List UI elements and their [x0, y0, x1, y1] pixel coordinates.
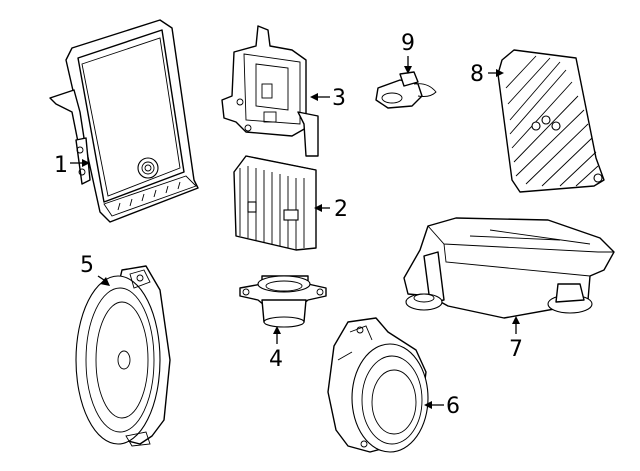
- part-9-sensor: [375, 71, 437, 109]
- callout-labels: 1 2 3 4 5 6 7 8 9: [54, 31, 523, 419]
- leader-lines: [70, 56, 520, 409]
- part-3-control-module: [221, 25, 319, 157]
- callout-3: 3: [332, 86, 346, 111]
- callout-7: 7: [509, 337, 523, 362]
- part-2-amplifier: [233, 155, 317, 251]
- callout-4: 4: [269, 347, 283, 372]
- callout-1: 1: [54, 153, 68, 178]
- part-8-amp-housing: [497, 49, 605, 193]
- callout-5: 5: [80, 253, 94, 278]
- part-7-subwoofer-enclosure: [403, 217, 615, 319]
- callout-6: 6: [446, 394, 460, 419]
- part-1-display-screen: [49, 19, 199, 223]
- callout-2: 2: [334, 197, 348, 222]
- part-5-door-speaker: [75, 265, 171, 447]
- callout-9: 9: [401, 31, 415, 56]
- part-6-speaker: [327, 317, 429, 453]
- part-4-tweeter: [239, 275, 327, 328]
- callout-8: 8: [470, 62, 484, 87]
